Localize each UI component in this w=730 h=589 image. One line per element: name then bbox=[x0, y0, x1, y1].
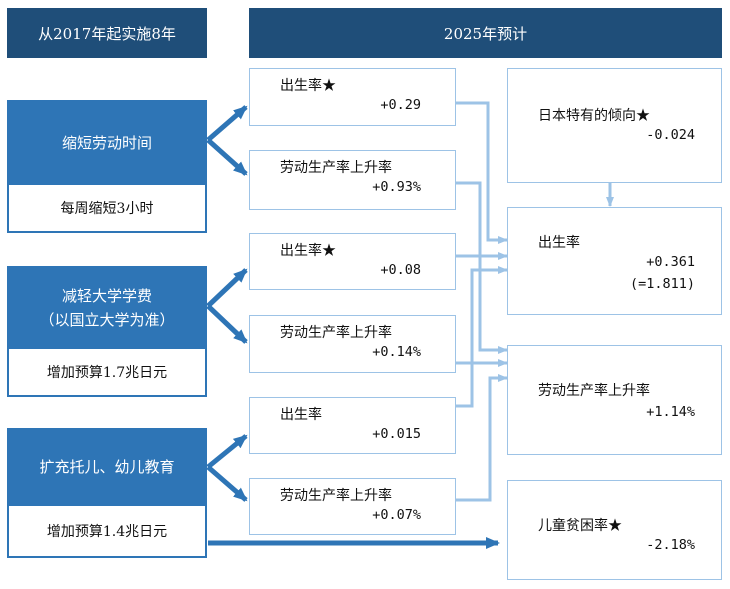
left-header: 从2017年起实施8年 bbox=[7, 8, 207, 58]
line-prod3-to-productivity bbox=[455, 374, 508, 502]
outcome-value-secondary: (=1.811) bbox=[629, 276, 695, 292]
policy-title-line: 减轻大学学费 bbox=[61, 286, 152, 305]
outcome-productivity: 劳动生产率上升率 +1.14% bbox=[507, 345, 722, 455]
line-birth3-to-birthrate bbox=[455, 266, 508, 408]
outcome-child-poverty: 儿童贫困率★ -2.18% bbox=[507, 480, 722, 580]
outcome-label: 儿童贫困率★ bbox=[538, 518, 622, 534]
arrow-policy2-to-birth2 bbox=[206, 268, 248, 308]
outcome-value: +1.14% bbox=[646, 404, 695, 420]
effect-box: 出生率 +0.015 bbox=[249, 397, 456, 454]
effect-value: +0.93% bbox=[372, 179, 421, 195]
policy-title-line: 扩充托儿、幼儿教育 bbox=[39, 458, 175, 476]
effect-value: +0.29 bbox=[380, 97, 421, 113]
outcome-birth-rate: 出生率 +0.361 (=1.811) bbox=[507, 207, 722, 315]
effect-label: 劳动生产率上升率 bbox=[280, 325, 392, 341]
right-header: 2025年预计 bbox=[249, 8, 722, 58]
policy-title-line: （以国立大学为准） bbox=[39, 310, 175, 329]
outcome-value: +0.361 bbox=[646, 254, 695, 270]
arrow-policy1-to-prod1 bbox=[206, 138, 248, 176]
outcome-label: 出生率 bbox=[538, 235, 580, 251]
effect-label: 出生率 bbox=[280, 407, 322, 423]
outcome-label: 日本特有的倾向★ bbox=[538, 108, 650, 124]
effect-label: 劳动生产率上升率 bbox=[280, 160, 392, 176]
line-birth1-to-birthrate bbox=[455, 101, 508, 244]
policy-title-line: 缩短劳动时间 bbox=[61, 133, 152, 152]
effect-box: 劳动生产率上升率 +0.07% bbox=[249, 478, 456, 535]
effect-value: +0.08 bbox=[380, 262, 421, 278]
policy-reduce-tuition: 减轻大学学费 （以国立大学为准） bbox=[7, 266, 207, 349]
arrow-policy2-to-prod2 bbox=[206, 304, 248, 344]
policy-detail: 增加预算1.4兆日元 bbox=[7, 506, 207, 558]
effect-value: +0.015 bbox=[372, 426, 421, 442]
policy-detail: 增加预算1.7兆日元 bbox=[7, 349, 207, 397]
effect-label: 出生率★ bbox=[280, 78, 336, 94]
arrow-policy3-to-birth3 bbox=[206, 434, 248, 469]
arrow-policy3-to-prod3 bbox=[206, 465, 248, 502]
effect-box: 劳动生产率上升率 +0.93% bbox=[249, 150, 456, 210]
effect-box: 出生率★ +0.29 bbox=[249, 68, 456, 126]
outcome-value: -0.024 bbox=[646, 127, 695, 143]
outcome-value: -2.18% bbox=[646, 537, 695, 553]
effect-value: +0.14% bbox=[372, 344, 421, 360]
effect-label: 出生率★ bbox=[280, 243, 336, 259]
outcome-japan-trend: 日本特有的倾向★ -0.024 bbox=[507, 68, 722, 183]
effect-value: +0.07% bbox=[372, 507, 421, 523]
effect-label: 劳动生产率上升率 bbox=[280, 488, 392, 504]
policy-expand-childcare: 扩充托儿、幼儿教育 bbox=[7, 428, 207, 506]
effect-box: 劳动生产率上升率 +0.14% bbox=[249, 315, 456, 373]
arrow-policy1-to-birth1 bbox=[206, 105, 248, 142]
outcome-label: 劳动生产率上升率 bbox=[538, 383, 650, 399]
effect-box: 出生率★ +0.08 bbox=[249, 233, 456, 290]
line-prod1-to-productivity bbox=[455, 181, 508, 354]
policy-detail: 每周缩短3小时 bbox=[7, 185, 207, 233]
policy-reduce-working-hours: 缩短劳动时间 bbox=[7, 100, 207, 185]
